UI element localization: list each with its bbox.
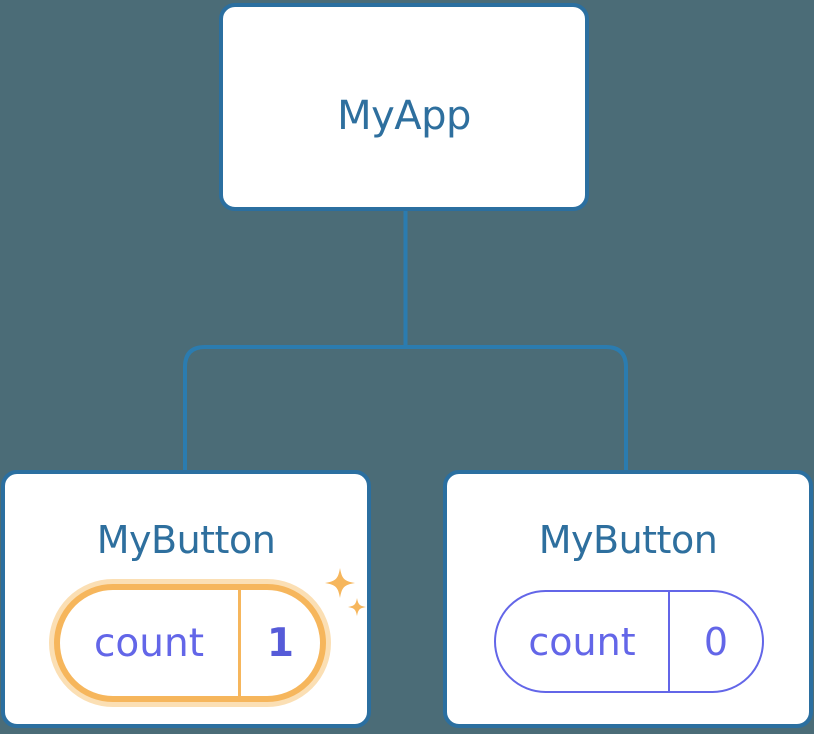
state-pill[interactable]: count 1: [54, 584, 326, 702]
component-title: MyButton: [538, 518, 718, 562]
sparkle-small-icon: [348, 598, 366, 616]
state-value: 0: [668, 592, 762, 691]
component-node-mybutton-1[interactable]: MyButton count 1: [1, 470, 371, 728]
state-key: count: [93, 620, 205, 666]
connector-bus: [183, 345, 628, 470]
state-pill[interactable]: count 0: [494, 590, 764, 693]
component-title: MyApp: [337, 93, 471, 139]
state-pill-glow: [49, 579, 331, 707]
state-pill-plain[interactable]: count 0: [494, 590, 764, 693]
state-key: count: [528, 619, 636, 664]
component-node-myapp[interactable]: MyApp: [219, 3, 589, 211]
component-title: MyButton: [96, 518, 276, 562]
component-node-mybutton-2[interactable]: MyButton count 0: [443, 470, 813, 728]
state-pill-highlighted[interactable]: count 1: [49, 579, 331, 707]
state-value: 1: [238, 590, 320, 696]
